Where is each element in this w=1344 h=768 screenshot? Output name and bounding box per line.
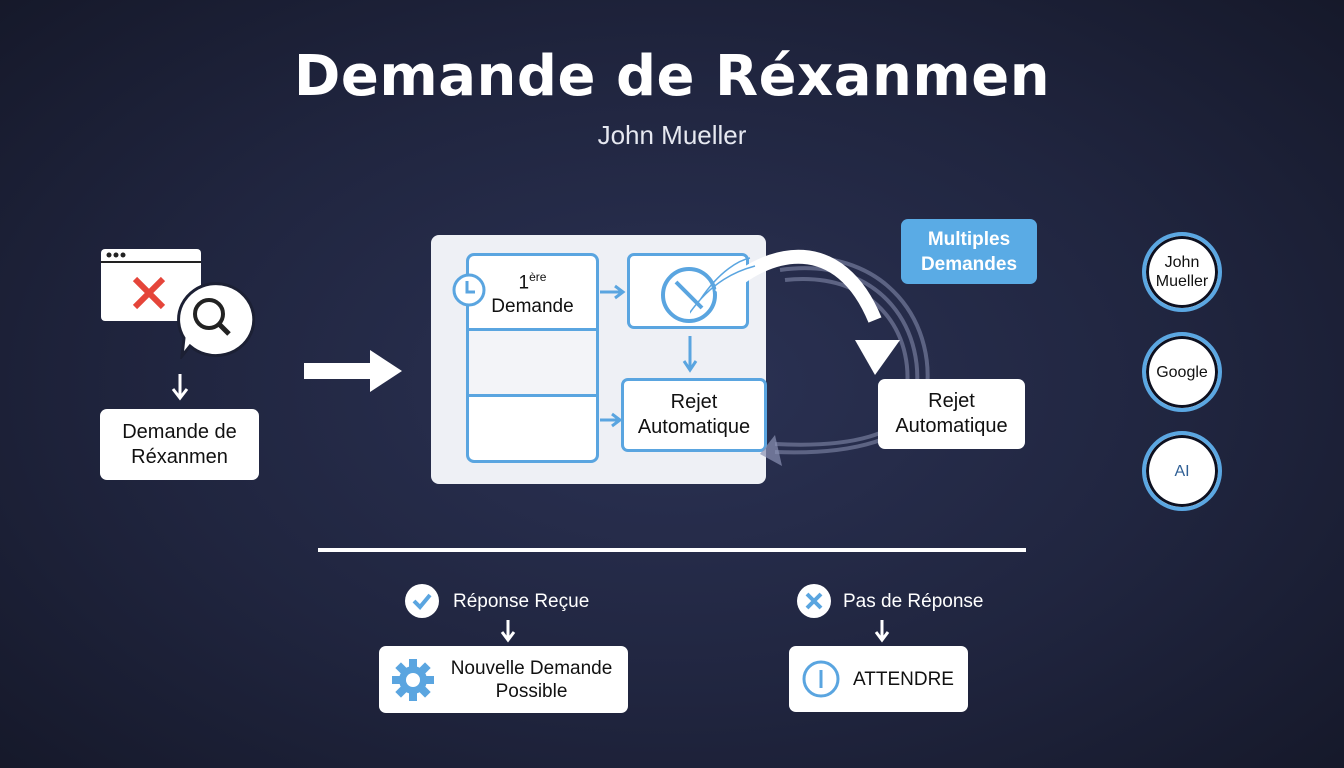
divider: [318, 548, 1026, 552]
x-circle-icon: [797, 584, 831, 618]
box-line: Rejet: [928, 390, 975, 412]
box-line: Multiples: [927, 228, 1011, 250]
blocked-box: [627, 253, 749, 329]
arrow-right-icon: [600, 284, 626, 300]
actor-ai: AI: [1142, 431, 1222, 511]
arrow-down-icon: [500, 620, 516, 643]
page-subtitle: John Mueller: [597, 120, 747, 150]
box-line: Possible: [495, 680, 568, 702]
info-circle-icon: [802, 660, 840, 698]
box-line: Réxanmen: [131, 445, 228, 468]
big-arrow-right-icon: [304, 350, 402, 392]
clock-icon: [452, 273, 486, 307]
actor-line: Google: [1156, 363, 1208, 381]
page-title: Demande de Réxanmen: [293, 44, 1051, 109]
actor-line: AI: [1174, 462, 1190, 480]
actor-line: Mueller: [1155, 273, 1209, 290]
box-line: Automatique: [895, 415, 1008, 437]
first-sup: ère: [529, 269, 547, 284]
response-received-label: Réponse Reçue: [453, 591, 590, 612]
box-line: Demande de: [122, 420, 237, 443]
no-response-label: Pas de Réponse: [843, 591, 984, 612]
arrow-down-icon: [682, 336, 698, 373]
arrow-down-icon: [874, 620, 890, 643]
wait-label: ATTENDRE: [853, 668, 954, 690]
box-line: Nouvelle Demande: [450, 657, 613, 679]
box-line: Rejet: [670, 391, 718, 413]
check-circle-icon: [405, 584, 439, 618]
box-line: Demandes: [920, 253, 1018, 275]
first-num: 1: [518, 272, 530, 294]
wait-box: ATTENDRE: [789, 646, 968, 712]
rejected-page-search-icon: [101, 249, 255, 359]
actor-google: Google: [1142, 332, 1222, 412]
box-line: Automatique: [637, 416, 751, 438]
arrow-down-icon: [171, 374, 189, 401]
arrow-right-icon: [600, 412, 623, 428]
actor-line: John: [1164, 254, 1200, 271]
gear-icon: [392, 658, 434, 701]
first-request-label: Demande: [491, 296, 574, 318]
